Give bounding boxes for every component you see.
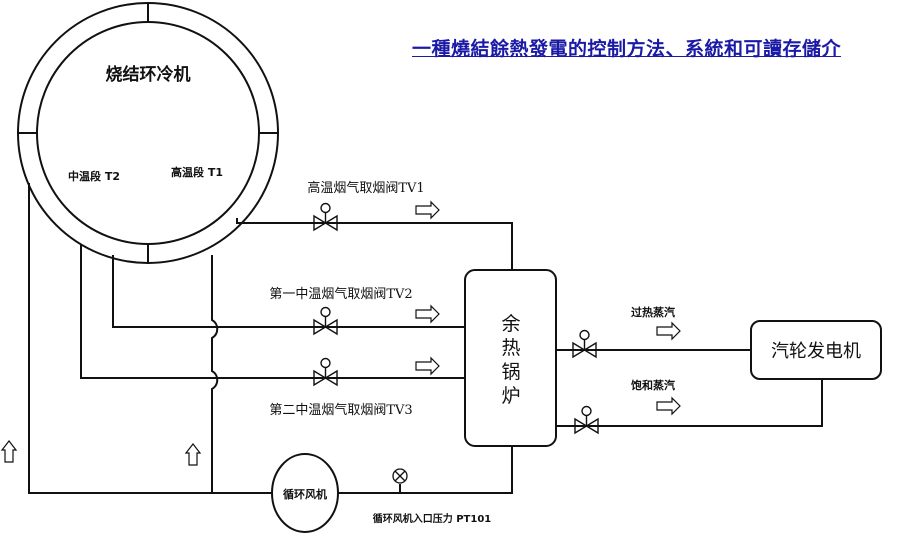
valve-tv1-label: 高温烟气取烟阀TV1 bbox=[307, 180, 424, 196]
mid-temp-section-label: 中温段 T2 bbox=[68, 169, 120, 183]
valve-tv3-label: 第二中温烟气取烟阀TV3 bbox=[269, 402, 412, 418]
flow-arrow-right-icon bbox=[415, 356, 440, 376]
valve-actuator-icon bbox=[581, 405, 592, 417]
boiler-char-1: 余 bbox=[501, 313, 520, 335]
valve-body-icon bbox=[313, 369, 338, 387]
circulation-fan bbox=[271, 453, 339, 533]
pipe-tv3 bbox=[80, 245, 465, 379]
superheated-steam-label: 过热蒸汽 bbox=[631, 305, 675, 319]
valve-body-icon bbox=[572, 341, 597, 359]
boiler-char-4: 炉 bbox=[501, 385, 520, 407]
pressure-gauge-icon bbox=[392, 468, 408, 484]
flow-arrow-up-icon bbox=[184, 443, 202, 466]
pipe-fan-to-boiler bbox=[338, 446, 513, 494]
fan-inlet-pressure-label: 循环风机入口压力 PT101 bbox=[373, 512, 492, 525]
pipe-return-riser bbox=[211, 255, 219, 493]
valve-actuator-icon bbox=[320, 306, 331, 318]
sinter-ring-cooler bbox=[17, 2, 279, 264]
boiler-char-3: 锅 bbox=[501, 361, 520, 383]
flow-arrow-right-icon bbox=[656, 396, 681, 416]
flow-arrow-right-icon bbox=[415, 304, 440, 324]
valve-superheated-steam[interactable] bbox=[572, 329, 597, 359]
valve-actuator-icon bbox=[320, 357, 331, 369]
pipe-tv1 bbox=[236, 218, 513, 270]
pipe-saturated-steam bbox=[556, 380, 823, 427]
boiler-char-2: 热 bbox=[501, 337, 520, 359]
saturated-steam-label: 饱和蒸汽 bbox=[631, 378, 675, 392]
valve-tv1[interactable] bbox=[313, 202, 338, 232]
circulation-fan-label: 循环风机 bbox=[283, 487, 327, 501]
flow-arrow-right-icon bbox=[415, 200, 440, 220]
valve-tv2-label: 第一中温烟气取烟阀TV2 bbox=[269, 286, 412, 302]
high-temp-section-label: 高温段 T1 bbox=[171, 165, 223, 179]
patent-title-link[interactable]: 一種燒結餘熱發電的控制方法、系統和可讀存儲介 bbox=[412, 38, 842, 60]
pipelines bbox=[28, 183, 823, 494]
valve-body-icon bbox=[313, 214, 338, 232]
valve-actuator-icon bbox=[579, 329, 590, 341]
pipe-tv2 bbox=[112, 255, 465, 328]
valve-body-icon bbox=[574, 417, 599, 435]
turbine-generator-label: 汽轮发电机 bbox=[771, 341, 861, 362]
cooler-label: 烧结环冷机 bbox=[106, 64, 191, 85]
valve-tv2[interactable] bbox=[313, 306, 338, 336]
flow-arrow-up-icon bbox=[0, 440, 18, 463]
valve-body-icon bbox=[313, 318, 338, 336]
flow-arrow-right-icon bbox=[656, 321, 681, 341]
valve-actuator-icon bbox=[320, 202, 331, 214]
valve-saturated-steam[interactable] bbox=[574, 405, 599, 435]
pipe-left-return bbox=[28, 183, 212, 494]
cooler-inner-ring bbox=[36, 21, 260, 245]
waste-heat-boiler bbox=[464, 269, 557, 447]
turbine-generator bbox=[750, 320, 882, 380]
valve-tv3[interactable] bbox=[313, 357, 338, 387]
